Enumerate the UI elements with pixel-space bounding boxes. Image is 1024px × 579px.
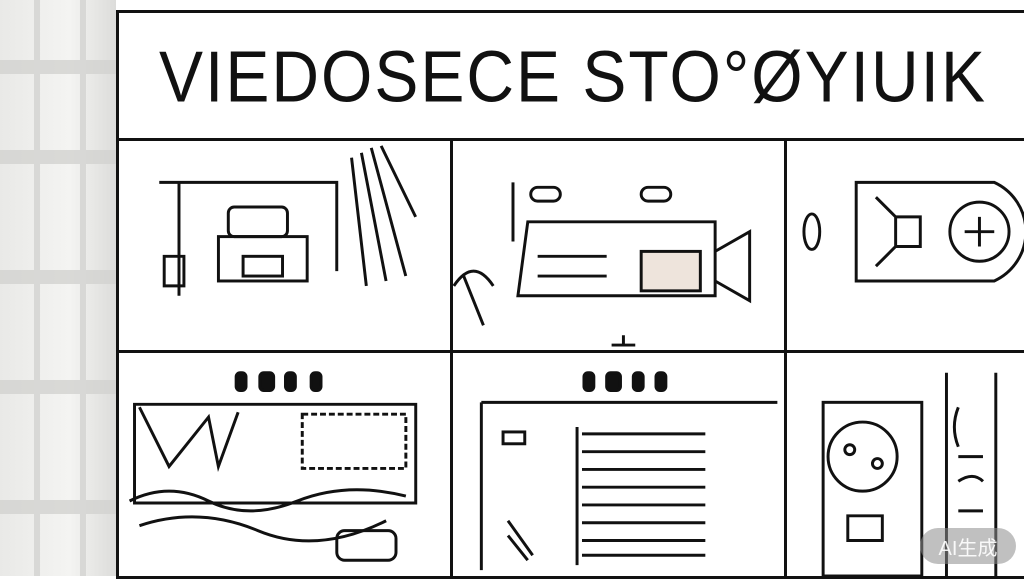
video-camera-icon	[453, 182, 752, 347]
landscape-sketch-icon	[128, 371, 418, 562]
window-mullion	[80, 0, 86, 576]
window-mullion	[34, 0, 40, 576]
projector-icon	[802, 180, 1024, 283]
window-bar	[0, 60, 116, 74]
panel-video-camera	[453, 138, 787, 353]
ai-generated-watermark: AI生成	[920, 528, 1016, 564]
panel-landscape	[119, 353, 453, 579]
storyboard-list-icon	[479, 371, 778, 571]
background-window	[0, 0, 116, 576]
window-bar	[0, 150, 116, 164]
window-bar	[0, 270, 116, 284]
title-row: VIEDOSECE STO°ØYIUIK	[119, 13, 1024, 141]
window-bar	[0, 380, 116, 394]
camera-rig-icon	[159, 145, 417, 296]
window-bar	[0, 500, 116, 514]
storyboard: VIEDOSECE STO°ØYIUIK	[116, 10, 1024, 579]
panel-storyboard-list	[453, 353, 787, 579]
panel-camera-rig	[119, 138, 453, 353]
panel-projector	[787, 138, 1024, 353]
page-title: VIEDOSECE STO°ØYIUIK	[158, 34, 988, 117]
